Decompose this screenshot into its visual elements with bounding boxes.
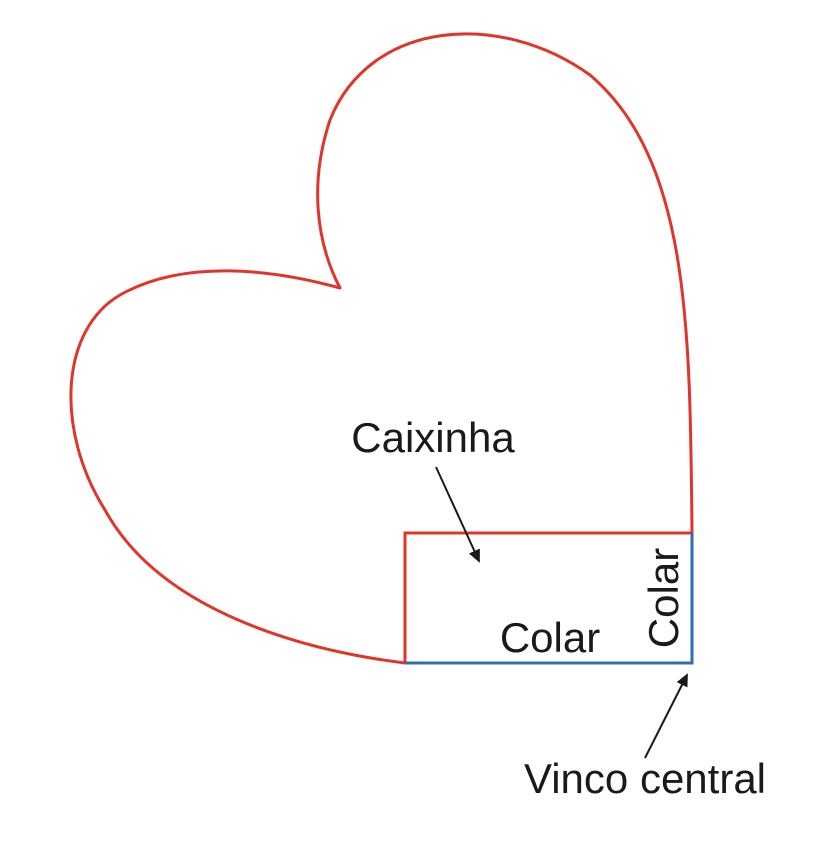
center-fold-label: Vinco central xyxy=(524,755,766,802)
box-fold-edges xyxy=(405,533,694,665)
glue-side-label: Colar xyxy=(640,548,687,648)
box-pointer-arrow xyxy=(435,466,480,563)
glue-bottom-label: Colar xyxy=(500,614,600,661)
center-fold-pointer-arrow xyxy=(644,673,688,759)
box-cut-edges xyxy=(403,531,692,663)
box-label: Caixinha xyxy=(351,414,515,461)
heart-outline xyxy=(69,32,694,665)
